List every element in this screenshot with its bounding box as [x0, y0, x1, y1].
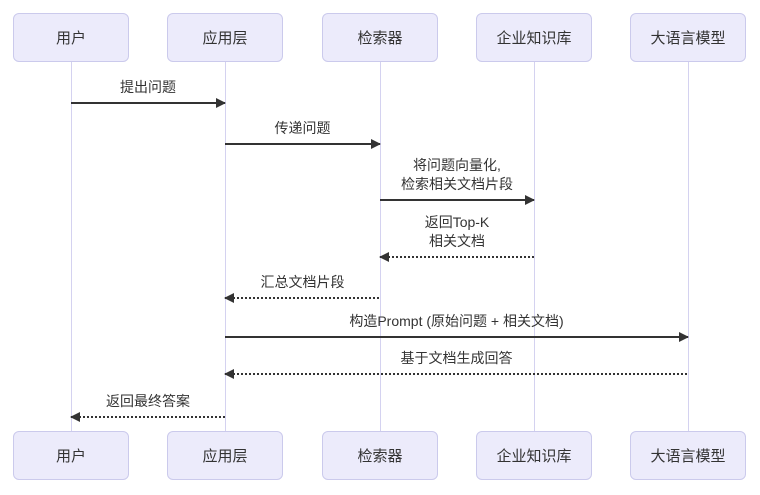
- actor-label: 用户: [55, 30, 86, 47]
- actor-label: 企业知识库: [496, 448, 572, 465]
- message-label: 提出问题: [120, 79, 176, 95]
- actor-label: 大语言模型: [650, 30, 726, 47]
- message-line: [380, 195, 535, 205]
- arrowhead-left-icon: [70, 412, 80, 422]
- actor-label: 企业知识库: [496, 30, 572, 47]
- arrowhead-left-icon: [224, 369, 234, 379]
- actor-top-llm: 大语言模型: [630, 13, 746, 62]
- actor-top-retriever: 检索器: [322, 13, 438, 62]
- actor-bottom-user: 用户: [13, 431, 129, 480]
- actor-top-app-layer: 应用层: [167, 13, 283, 62]
- arrowhead-right-icon: [371, 139, 381, 149]
- message-label: 返回Top-K 相关文档: [424, 214, 490, 249]
- message-line: [379, 252, 534, 262]
- message-label: 返回最终答案: [106, 393, 190, 409]
- message-line: [224, 369, 688, 379]
- arrowhead-right-icon: [679, 332, 689, 342]
- arrowhead-right-icon: [216, 98, 226, 108]
- actor-top-user: 用户: [13, 13, 129, 62]
- actor-label: 大语言模型: [650, 448, 726, 465]
- lifeline-llm: [688, 62, 689, 431]
- actor-bottom-knowledge-base: 企业知识库: [476, 431, 592, 480]
- lifeline-app-layer: [225, 62, 226, 431]
- message-line: [225, 139, 381, 149]
- arrowhead-left-icon: [379, 252, 389, 262]
- actor-label: 应用层: [202, 30, 248, 47]
- actor-bottom-app-layer: 应用层: [167, 431, 283, 480]
- actor-bottom-llm: 大语言模型: [630, 431, 746, 480]
- message-line: [224, 293, 380, 303]
- message-label: 将问题向量化, 检索相关文档片段: [401, 157, 513, 192]
- message-label: 汇总文档片段: [260, 274, 345, 290]
- actor-label: 检索器: [357, 30, 403, 47]
- message-line: [225, 332, 689, 342]
- lifeline-user: [71, 62, 72, 431]
- actor-bottom-retriever: 检索器: [322, 431, 438, 480]
- lifeline-knowledge-base: [534, 62, 535, 431]
- lifeline-retriever: [380, 62, 381, 431]
- message-label: 传递问题: [274, 120, 331, 136]
- actor-top-knowledge-base: 企业知识库: [476, 13, 592, 62]
- message-label: 基于文档生成回答: [400, 350, 513, 366]
- arrowhead-left-icon: [224, 293, 234, 303]
- actor-label: 应用层: [202, 448, 248, 465]
- message-line: [70, 412, 225, 422]
- actor-label: 用户: [55, 448, 86, 465]
- actor-label: 检索器: [357, 448, 403, 465]
- message-label: 构造Prompt (原始问题 + 相关文档): [349, 313, 564, 329]
- arrowhead-right-icon: [525, 195, 535, 205]
- message-line: [71, 98, 226, 108]
